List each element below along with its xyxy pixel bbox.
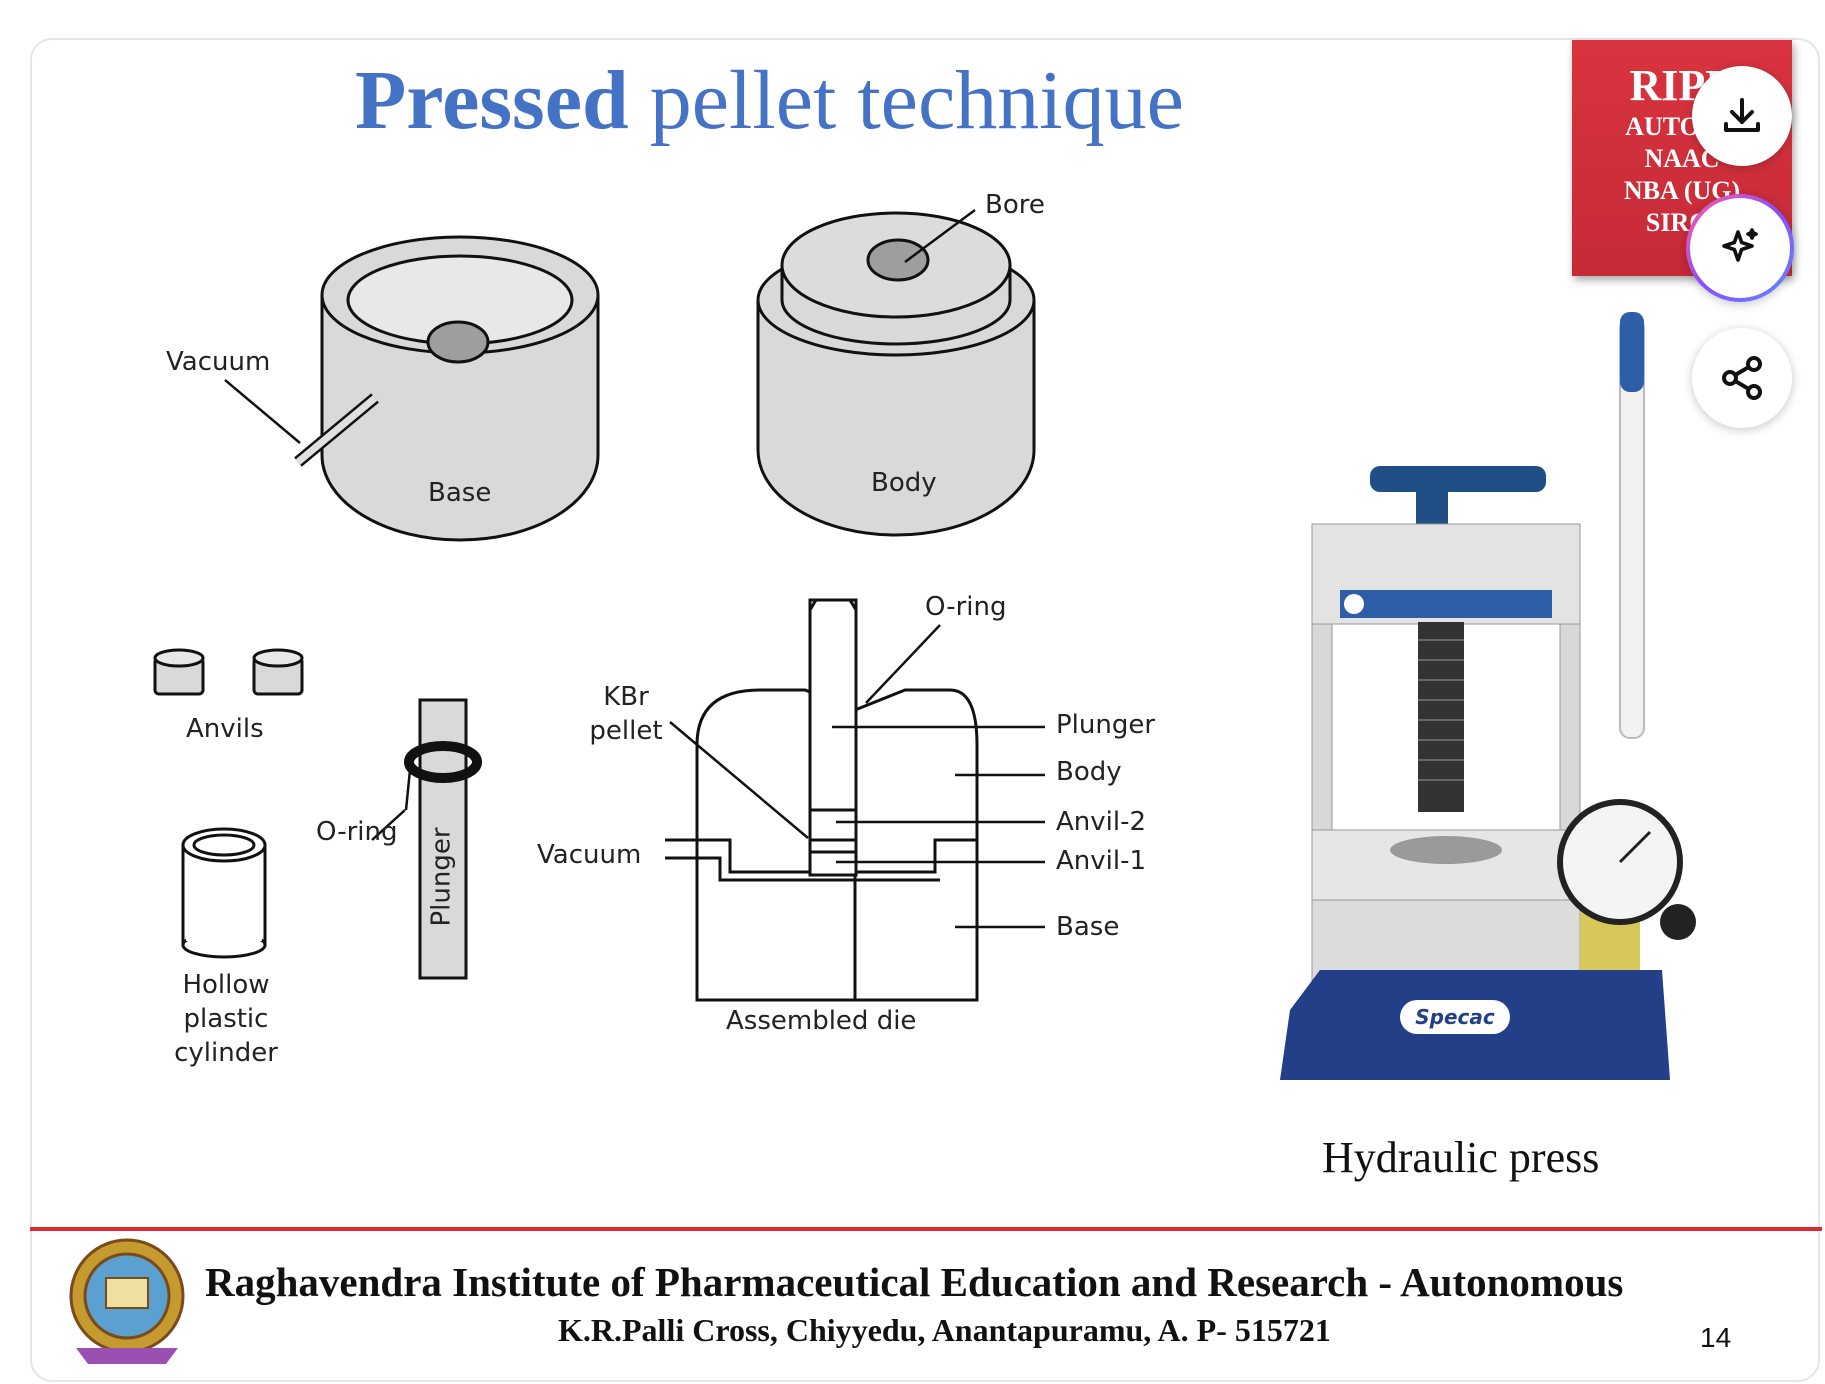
share-icon — [1722, 356, 1762, 400]
label-vacuum-die: Vacuum — [537, 840, 642, 870]
hydraulic-press-image: Specac — [1280, 312, 1696, 1080]
base-cylinder-side — [320, 295, 600, 542]
label-hollow-cylinder: Hollow plastic cylinder — [174, 970, 278, 1068]
press-brand: Specac — [1415, 1005, 1495, 1029]
institute-name: Raghavendra Institute of Pharmaceutical … — [205, 1259, 1624, 1305]
footer-divider — [30, 1227, 1822, 1231]
label-anvil1: Anvil-1 — [1056, 846, 1147, 876]
label-bore: Bore — [985, 190, 1045, 220]
title-bold: Pressed — [355, 54, 629, 147]
label-assembled-die: Assembled die — [726, 1006, 917, 1036]
label-base-top: Base — [428, 478, 492, 508]
download-icon — [1724, 98, 1760, 132]
body-cylinder-side — [756, 300, 1036, 537]
institute-address: K.R.Palli Cross, Chiyyedu, Anantapuramu,… — [558, 1312, 1331, 1348]
label-base: Base — [1056, 912, 1120, 942]
page-number: 14 — [1700, 1322, 1732, 1353]
label-oring-left: O-ring — [316, 817, 398, 847]
sparkle-icon — [1722, 228, 1758, 262]
label-plunger: Plunger — [1056, 710, 1156, 740]
press-caption: Hydraulic press — [1322, 1133, 1600, 1182]
label-kbr-pellet: KBr pellet — [589, 682, 663, 746]
label-body: Body — [1056, 757, 1122, 787]
slide-title: Pressed pellet technique — [355, 52, 1184, 149]
title-rest: pellet technique — [628, 54, 1184, 147]
label-anvils: Anvils — [186, 714, 264, 744]
ai-assist-button[interactable] — [1686, 194, 1794, 302]
label-oring-die: O-ring — [925, 592, 1007, 622]
download-button[interactable] — [1692, 66, 1792, 166]
label-plunger-vertical: Plunger — [426, 827, 457, 927]
label-vacuum-top: Vacuum — [166, 347, 271, 377]
label-body-top: Body — [871, 468, 937, 498]
share-button[interactable] — [1692, 328, 1792, 428]
college-logo — [69, 1238, 185, 1364]
label-anvil2: Anvil-2 — [1056, 807, 1147, 837]
